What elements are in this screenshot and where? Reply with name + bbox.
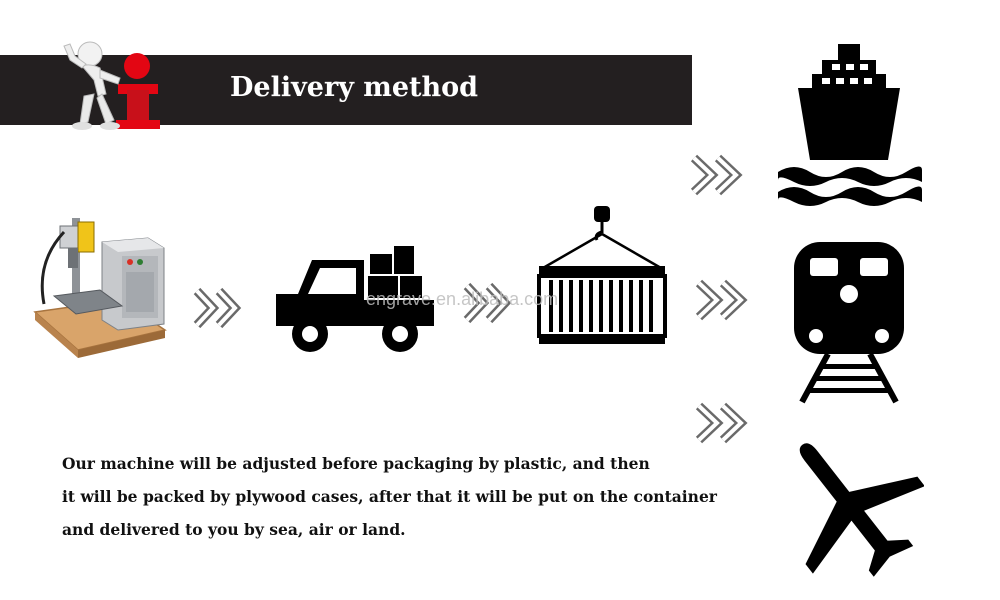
airplane-icon [799, 443, 924, 577]
train-icon [794, 242, 904, 404]
header-banner [0, 55, 692, 125]
description-line: Our machine will be adjusted before pack… [62, 454, 650, 473]
double-chevron-icon [193, 287, 242, 329]
description-line: and delivered to you by sea, air or land… [62, 520, 406, 539]
container-icon [537, 206, 667, 344]
double-chevron-icon [690, 154, 743, 196]
description-line: it will be packed by plywood cases, afte… [62, 487, 717, 506]
watermark: engrave.en.alibaba.com [366, 289, 559, 309]
ship-icon [778, 44, 922, 206]
double-chevron-icon [695, 402, 748, 444]
double-chevron-icon [463, 282, 512, 324]
laser-marking-machine [33, 218, 167, 358]
description: Our machine will be adjusted before pack… [62, 452, 742, 551]
info-icon [63, 41, 160, 130]
truck-icon [276, 246, 434, 352]
page-title: Delivery method [230, 72, 479, 103]
double-chevron-icon [695, 279, 748, 321]
